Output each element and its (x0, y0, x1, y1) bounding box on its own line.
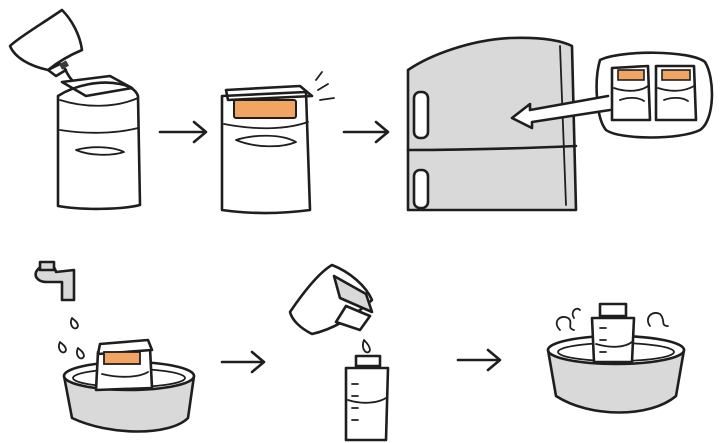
right-arrow-icon (160, 122, 206, 142)
step-3-fridge-storage-icon (408, 38, 712, 210)
milk-drop-icon (363, 340, 370, 352)
zoom-bubble-icon (597, 53, 712, 138)
right-arrow-icon (458, 350, 500, 370)
bottle-tipped-icon (10, 10, 82, 76)
right-arrow-icon (222, 352, 264, 372)
stored-bag-left-icon (612, 66, 650, 120)
step-2-seal-labeled-bag-icon (222, 72, 334, 213)
tilted-bag-icon (290, 265, 372, 334)
right-arrow-icon (344, 122, 388, 142)
orange-date-label-icon (234, 100, 296, 118)
pour-drip-icon (66, 71, 72, 80)
water-drops-icon (59, 318, 84, 358)
refrigerator-icon (408, 38, 576, 210)
milk-bag-icon (58, 76, 140, 209)
step-4-thaw-in-basin-icon (36, 262, 194, 432)
water-tap-icon (36, 262, 74, 300)
stored-bag-right-icon (656, 66, 696, 120)
step-5-pour-into-bottle-icon (290, 265, 388, 440)
step-6-warm-bottle-in-basin-icon (548, 304, 684, 413)
step-1-pour-into-bag-icon (10, 10, 140, 209)
thawing-bag-icon (96, 340, 152, 390)
baby-bottle-icon (346, 356, 388, 440)
warming-bottle-icon (592, 304, 634, 362)
